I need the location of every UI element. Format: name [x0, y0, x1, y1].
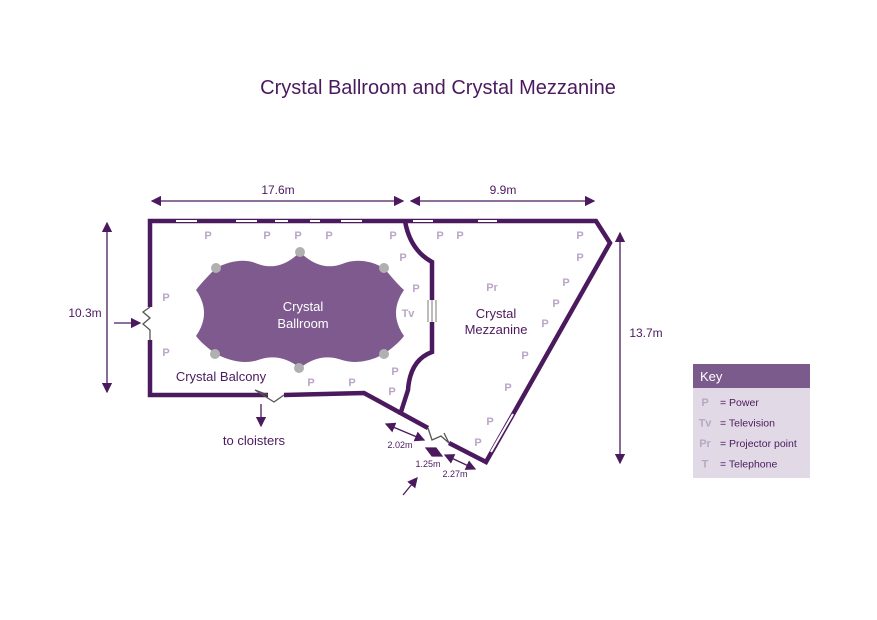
key-label: = Power	[720, 397, 759, 409]
windows	[176, 220, 591, 453]
power-marker: P	[294, 230, 301, 242]
entrance-door	[427, 427, 450, 444]
cloisters-label: to cloisters	[223, 433, 286, 448]
power-marker: P	[541, 318, 548, 330]
column	[295, 247, 305, 257]
dim-door-right: 2.27m	[442, 469, 467, 479]
dimension-lines	[101, 195, 626, 496]
power-marker: P	[504, 382, 511, 394]
power-marker: P	[521, 350, 528, 362]
television-marker: Tv	[402, 308, 416, 320]
dim-door-width: 1.25m	[415, 459, 440, 469]
power-marker: P	[162, 292, 169, 304]
ballroom-label-2: Ballroom	[277, 316, 328, 331]
column	[210, 349, 220, 359]
column	[379, 349, 389, 359]
power-marker: P	[474, 437, 481, 449]
entrance-arrow	[402, 476, 418, 496]
walls	[147, 218, 613, 465]
dim-mezzanine-depth: 13.7m	[629, 326, 662, 340]
power-marker: P	[391, 366, 398, 378]
power-marker: P	[307, 377, 314, 389]
projector-marker: Pr	[486, 282, 498, 294]
power-marker: P	[263, 230, 270, 242]
key-symbol: Pr	[699, 438, 711, 450]
balcony-label: Crystal Balcony	[176, 369, 267, 384]
power-marker: P	[162, 347, 169, 359]
power-marker: P	[436, 230, 443, 242]
page-title: Crystal Ballroom and Crystal Mezzanine	[260, 77, 616, 99]
doors	[141, 300, 450, 444]
power-marker: P	[399, 252, 406, 264]
power-marker: P	[204, 230, 211, 242]
column	[211, 263, 221, 273]
key-symbol: P	[701, 397, 708, 409]
power-marker: P	[325, 230, 332, 242]
dim-ballroom-width: 17.6m	[261, 183, 294, 197]
power-marker: P	[562, 277, 569, 289]
dim-mezzanine-width: 9.9m	[490, 183, 517, 197]
mezzanine-label-1: Crystal	[476, 306, 517, 321]
ballroom-floor	[196, 252, 404, 368]
key-symbol: T	[702, 459, 709, 471]
ballroom-label-1: Crystal	[283, 299, 324, 314]
dim-ballroom-depth: 10.3m	[68, 306, 101, 320]
power-marker: P	[552, 298, 559, 310]
key-symbol: Tv	[699, 418, 713, 430]
column	[294, 363, 304, 373]
column	[379, 263, 389, 273]
power-marker: P	[486, 416, 493, 428]
power-marker: P	[576, 230, 583, 242]
power-marker: P	[456, 230, 463, 242]
power-marker: P	[389, 230, 396, 242]
key-label: = Projector point	[720, 438, 797, 450]
key-label: = Television	[720, 418, 775, 430]
partition-door	[427, 300, 437, 322]
side-door	[141, 306, 151, 340]
power-marker: P	[348, 377, 355, 389]
cloisters-door	[254, 389, 285, 403]
key-title: Key	[700, 369, 723, 384]
key-label: = Telephone	[720, 459, 777, 471]
dim-door-left: 2.02m	[387, 440, 412, 450]
power-marker: P	[576, 252, 583, 264]
columns	[210, 247, 389, 373]
power-marker: P	[388, 386, 395, 398]
mezzanine-label-2: Mezzanine	[465, 322, 528, 337]
power-marker: P	[412, 283, 419, 295]
